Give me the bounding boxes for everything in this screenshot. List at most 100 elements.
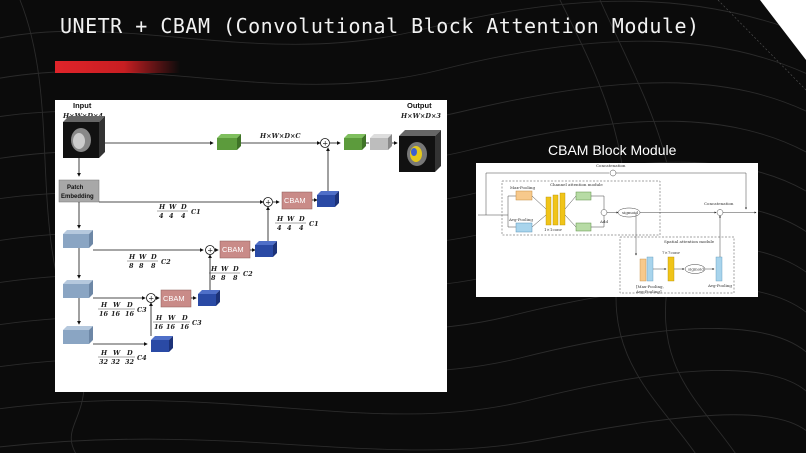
concatenation-top-label: Concatenation [596,163,626,168]
svg-text:8: 8 [221,274,226,282]
svg-text:16: 16 [125,310,135,318]
svg-text:C1: C1 [309,220,319,228]
cbam-diagram: Concatenation Channel attention module M… [476,163,758,297]
stacked-pooling-line1: [Max-Pooling, [636,284,664,289]
sigmoid-channel-label: sigmoid [622,210,638,215]
svg-text:C2: C2 [243,270,253,278]
svg-text:C1: C1 [191,208,201,216]
svg-text:16: 16 [154,323,164,331]
green-block-1 [217,134,241,150]
svg-text:+: + [148,295,154,303]
cbam-label-3: CBAM [163,294,185,303]
svg-text:C3: C3 [137,306,147,314]
concatenation-right-label: Concatenation [704,201,734,206]
svg-text:H: H [158,203,166,211]
svg-text:C3: C3 [192,319,202,327]
svg-text:C4: C4 [137,354,147,362]
svg-text:H: H [276,215,284,223]
input-volume [63,116,105,158]
add-label: Add [599,219,608,224]
patch-embedding-line2: Embedding [61,194,94,200]
svg-text:W: W [113,301,121,309]
channel-attention-box [501,180,661,236]
conv7x7-block [667,256,675,282]
svg-text:8: 8 [129,262,134,270]
channel-attention-label: Channel attention module [550,182,603,187]
svg-text:W: W [139,253,147,261]
transformer-block-1 [63,230,93,248]
unetr-diagram-svg: Input H×W×D×4 Output H×W×D×3 [58,101,441,366]
cbam-block-3 [160,289,192,308]
svg-text:D: D [232,265,239,273]
svg-text:8: 8 [139,262,144,270]
blue-block-1 [317,191,339,207]
conv1x1-label: 1×1conv [544,227,563,232]
svg-text:16: 16 [180,323,190,331]
svg-text:+: + [207,247,213,255]
input-label: Input [73,101,92,110]
svg-text:16: 16 [99,310,109,318]
output-dims: H×W×D×3 [400,112,441,120]
svg-text:32: 32 [125,358,135,366]
svg-text:32: 32 [99,358,109,366]
fraction-label-q16-b: H W D 16 16 16 C3 [153,314,202,331]
svg-text:4: 4 [299,224,304,232]
svg-text:4: 4 [287,224,292,232]
stacked-pooling-line2: Avg-Pooling] [635,289,662,294]
svg-text:D: D [150,253,157,261]
cbam-block-1 [281,191,313,210]
svg-text:D: D [181,314,188,322]
svg-text:W: W [168,314,176,322]
cbam-block-2 [219,240,251,259]
green-block-2 [344,134,366,150]
svg-text:D: D [298,215,305,223]
cbam-label-2: CBAM [222,245,244,254]
spatial-attention-label: Spatial attention module [664,239,715,244]
blue-block-3 [198,290,220,306]
svg-text:H: H [100,301,108,309]
svg-text:W: W [287,215,295,223]
svg-text:H: H [100,349,108,357]
blue-block-4 [151,336,173,352]
channel-out-block-2 [575,222,592,232]
fraction-label-q16-a: H W D 16 16 16 C3 [98,301,147,318]
svg-text:8: 8 [233,274,238,282]
svg-text:16: 16 [166,323,176,331]
svg-text:8: 8 [211,274,216,282]
cbam-module-title: CBAM Block Module [548,142,677,158]
stacked-pooling-block [639,256,654,282]
concat-node-right [716,209,724,216]
svg-text:8: 8 [151,262,156,270]
svg-text:D: D [126,349,133,357]
blue-block-2 [255,241,277,257]
svg-text:+: + [265,199,271,207]
svg-text:W: W [113,349,121,357]
spatial-attention-box [619,236,735,294]
transformer-block-2 [63,280,93,298]
fraction-label-q8-a: H W D 8 8 8 C2 [127,253,171,270]
concat-node-top [609,169,617,177]
output-label: Output [407,101,432,110]
cbam-label-1: CBAM [284,196,306,205]
fraction-label-q32: H W D 32 32 32 C4 [98,349,147,366]
add-node-cbam [600,209,608,216]
svg-text:+: + [322,140,328,148]
title-accent-bar [55,61,180,73]
channel-out-block-1 [575,191,592,201]
svg-text:H: H [155,314,163,322]
avg-pooling-label: Avg-Pooling [508,217,533,222]
svg-text:16: 16 [111,310,121,318]
sigmoid-spatial-label: sigmoid [688,267,704,272]
svg-text:32: 32 [111,358,121,366]
skip-dims-label: H×W×D×C [259,132,301,140]
slide-title: UNETR + CBAM (Convolutional Block Attent… [60,14,700,38]
svg-text:4: 4 [277,224,282,232]
fraction-label-q4-b: H W D 4 4 4 C1 [275,215,319,232]
patch-embedding-line1: Patch [67,185,84,191]
conv1x1-stack [545,192,566,226]
svg-text:C2: C2 [161,258,171,266]
max-pooling-label: Max-Pooling [510,185,535,190]
output-volume [399,130,441,172]
conv7x7-label: 7×7conv [662,250,681,255]
cbam-diagram-svg: Concatenation Channel attention module M… [478,163,757,294]
